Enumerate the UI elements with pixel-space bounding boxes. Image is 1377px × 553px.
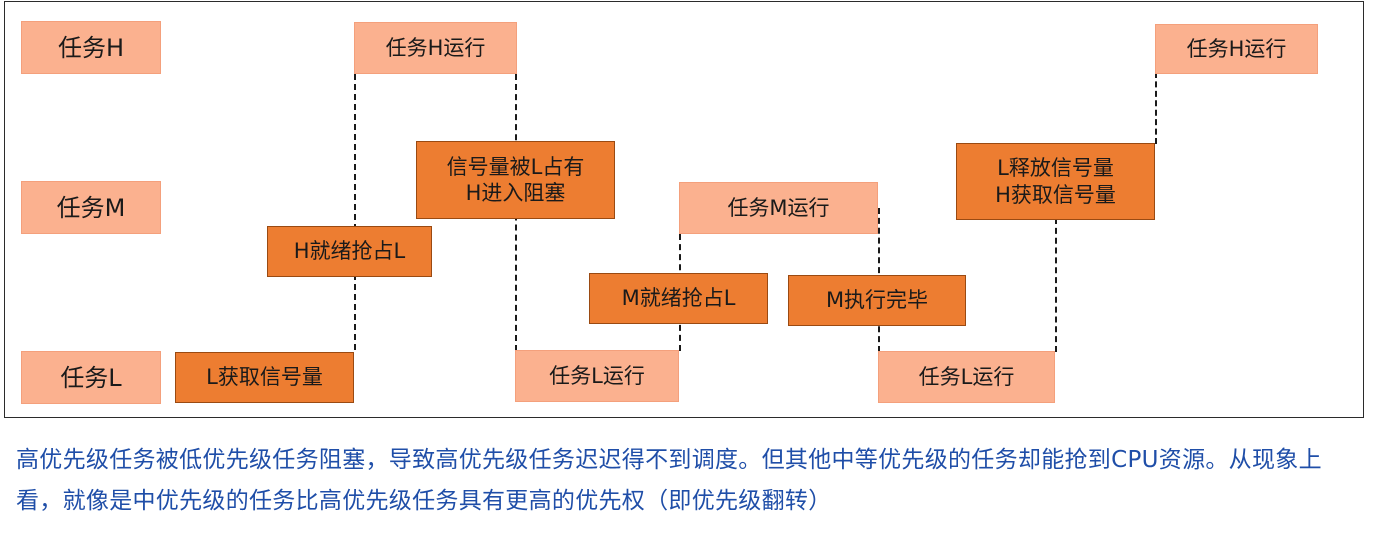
state-task-l-running-2: 任务L运行 (878, 351, 1055, 403)
event-m-finished: M执行完毕 (788, 275, 966, 326)
state-task-h-running-2: 任务H运行 (1155, 24, 1318, 74)
event-h-preempt-l: H就绪抢占L (267, 226, 432, 277)
event-l-release-h-acquire: L释放信号量 H获取信号量 (956, 143, 1155, 220)
state-task-l-running-1: 任务L运行 (515, 350, 679, 402)
state-task-h-running-1: 任务H运行 (354, 22, 517, 74)
explanation-caption: 高优先级任务被低优先级任务阻塞，导致高优先级任务迟迟得不到调度。但其他中等优先级… (16, 447, 1322, 514)
transition-line-h-resume (1155, 72, 1157, 144)
event-h-blocked: 信号量被L占有 H进入阻塞 (416, 141, 615, 219)
event-m-preempt-l: M就绪抢占L (589, 273, 768, 324)
transition-line-h-preempt (354, 74, 356, 350)
lane-label-task-l: 任务L (21, 351, 161, 404)
state-task-m-running: 任务M运行 (679, 182, 878, 234)
lane-label-task-h: 任务H (21, 21, 161, 74)
lane-label-task-m: 任务M (21, 181, 161, 234)
transition-line-l-release (1055, 218, 1057, 352)
event-l-acquire-semaphore: L获取信号量 (175, 352, 354, 403)
